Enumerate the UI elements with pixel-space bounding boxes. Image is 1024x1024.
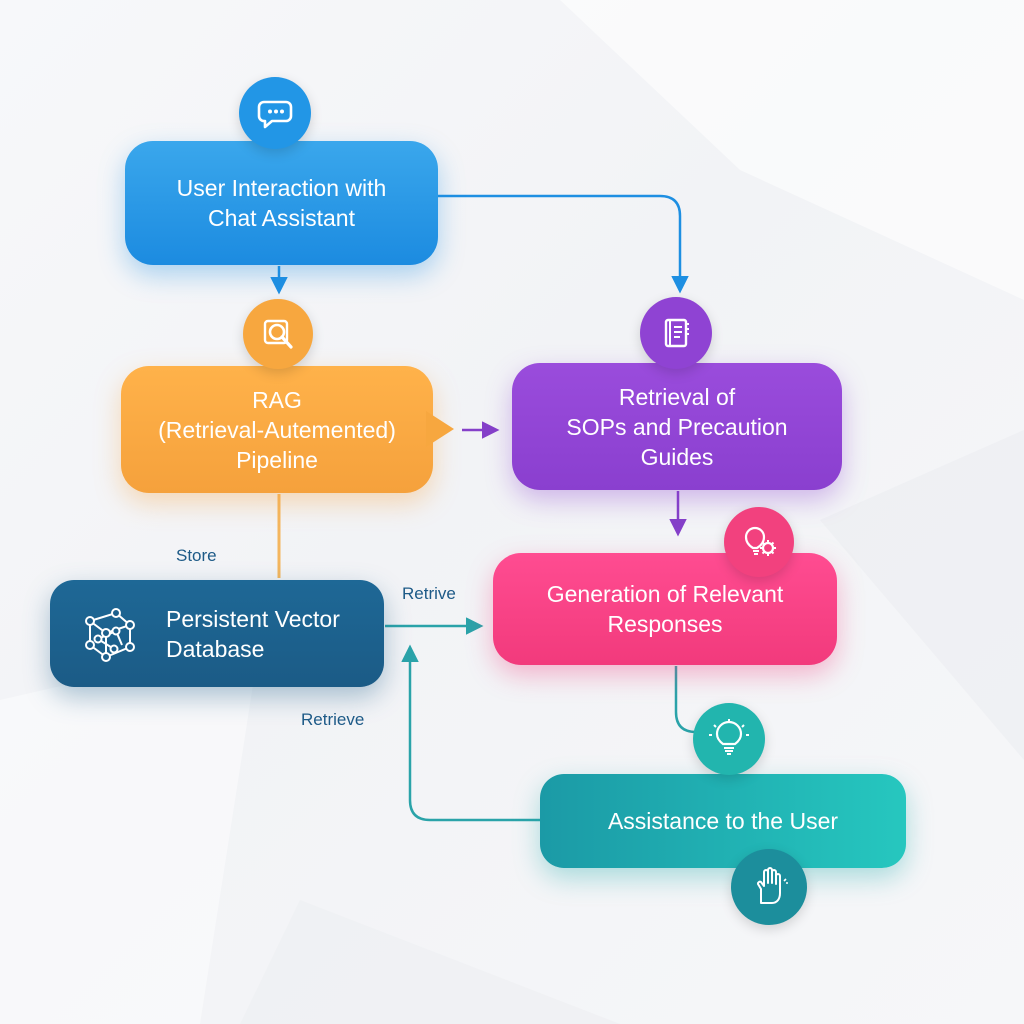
lightbulb-icon bbox=[693, 703, 765, 775]
magnifier-icon bbox=[243, 299, 313, 369]
edge-label-store: Store bbox=[176, 546, 217, 565]
raised-hand-icon bbox=[731, 849, 807, 925]
network-cube-icon bbox=[76, 601, 140, 665]
rag-pointer-tip bbox=[426, 411, 454, 447]
edge-assist-to-vector-retrieve bbox=[401, 644, 540, 822]
sop-retrieval-node: Retrieval of SOPs and Precaution Guides bbox=[512, 363, 842, 490]
assistance-label: Assistance to the User bbox=[607, 808, 839, 834]
user-interaction-node: User Interaction with Chat Assistant bbox=[125, 141, 438, 265]
response-generation-node: Generation of Relevant Responses bbox=[493, 553, 837, 665]
edge-label-retrive: Retrive bbox=[402, 584, 456, 603]
chat-bubble-icon bbox=[239, 77, 311, 149]
edge-label-retrieve: Retrieve bbox=[301, 710, 365, 729]
sop-retrieval-label: Retrieval of SOPs and Precaution Guides bbox=[566, 383, 788, 470]
assistance-node: Assistance to the User bbox=[540, 774, 906, 868]
lightbulb-gear-icon bbox=[724, 507, 794, 577]
vector-database-label: Persistent Vector Database bbox=[166, 605, 340, 662]
edge-user-to-sop bbox=[438, 194, 689, 294]
user-interaction-label: User Interaction with Chat Assistant bbox=[176, 175, 387, 231]
rag-pipeline-label: RAG (Retrieval-Autemented) Pipeline bbox=[158, 386, 396, 473]
book-icon bbox=[640, 297, 712, 369]
rag-pipeline-node: RAG (Retrieval-Autemented) Pipeline bbox=[121, 366, 433, 493]
response-generation-label: Generation of Relevant Responses bbox=[546, 581, 784, 637]
